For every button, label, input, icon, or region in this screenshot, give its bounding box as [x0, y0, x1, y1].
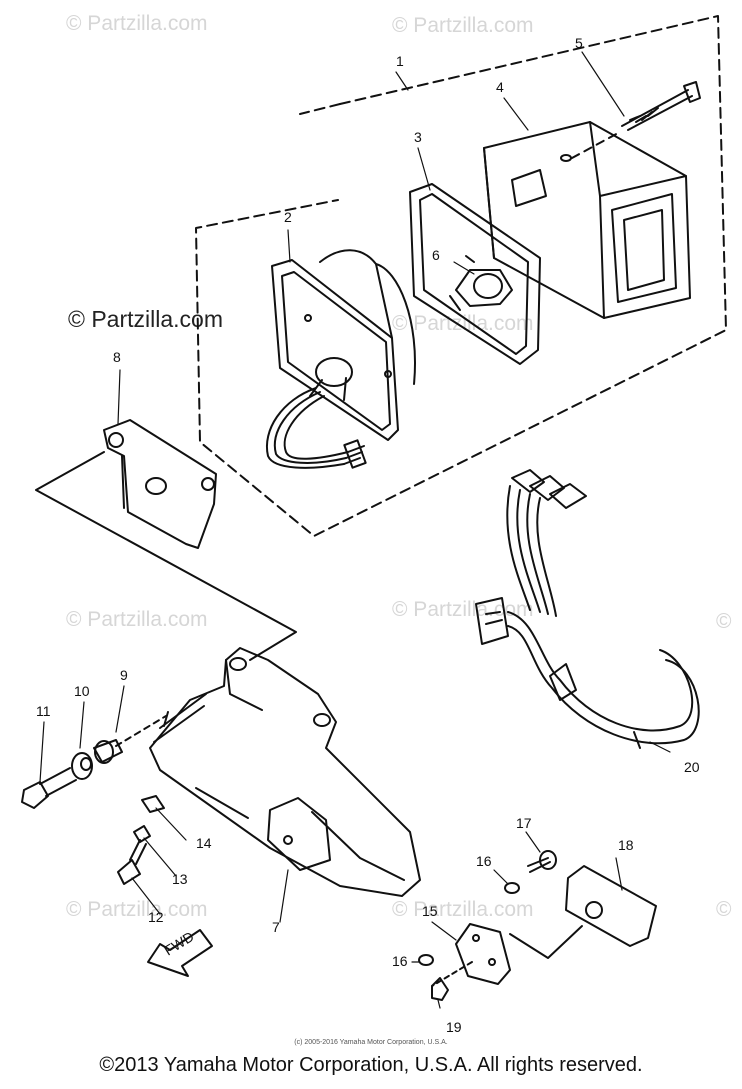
right-bracket-assembly — [418, 850, 657, 1001]
watermark: © Partzilla.com — [392, 14, 534, 37]
callout-10: 10 — [74, 683, 90, 699]
gasket — [409, 183, 541, 365]
callout-5: 5 — [575, 35, 583, 51]
mounting-plate — [103, 419, 217, 549]
bulb — [449, 255, 513, 311]
watermark: © Partzilla.com — [392, 898, 534, 921]
callout-6: 6 — [432, 247, 440, 263]
tail-lens-housing — [483, 121, 691, 319]
watermark: © Partzilla.com — [66, 608, 208, 631]
callout-20: 20 — [684, 759, 700, 775]
small-hardware-left — [117, 795, 165, 885]
guide-line — [35, 451, 297, 661]
fwd-label: FWD — [161, 928, 197, 958]
watermark: © Partzilla.com — [66, 898, 208, 921]
callout-7: 7 — [272, 919, 280, 935]
watermark: © Partzilla.com — [66, 12, 208, 35]
fwd-arrow-icon — [147, 929, 213, 977]
callout-9: 9 — [120, 667, 128, 683]
copyright-footer: ©2013 Yamaha Motor Corporation, U.S.A. A… — [99, 1054, 643, 1076]
assembly-boundary — [195, 15, 727, 537]
watermark: © Partzilla.com — [392, 312, 534, 335]
small-copyright: (c) 2005-2016 Yamaha Motor Corporation, … — [294, 1039, 448, 1046]
callout-19: 19 — [446, 1019, 462, 1035]
bolt-stack — [21, 715, 167, 809]
callout-15: 15 — [422, 903, 438, 919]
callout-16: 16 — [476, 853, 492, 869]
callout-16: 16 — [392, 953, 408, 969]
callout-8: 8 — [113, 349, 121, 365]
taillight-wires — [265, 387, 367, 469]
taillight-base — [271, 249, 416, 441]
callout-14: 14 — [196, 835, 212, 851]
callout-17: 17 — [516, 815, 532, 831]
wire-harness — [475, 469, 700, 749]
watermark: © — [716, 610, 732, 633]
callout-1: 1 — [396, 53, 404, 69]
leader-line — [299, 103, 341, 115]
watermark: © Partzilla.com — [392, 598, 534, 621]
watermark: © — [716, 898, 732, 921]
screw — [571, 81, 701, 159]
callout-13: 13 — [172, 871, 188, 887]
callout-3: 3 — [414, 129, 422, 145]
callout-4: 4 — [496, 79, 504, 95]
callout-2: 2 — [284, 209, 292, 225]
callout-12: 12 — [148, 909, 164, 925]
callout-18: 18 — [618, 837, 634, 853]
rear-fender-bracket — [149, 647, 421, 897]
callout-11: 11 — [36, 703, 51, 719]
